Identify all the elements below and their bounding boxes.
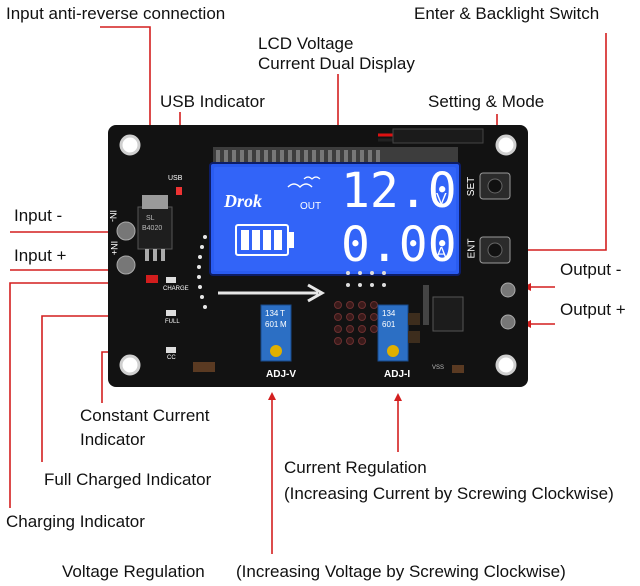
in-plus-text: IN+ — [109, 240, 120, 256]
pcb-board: Drok OUT 12.0 V 0.00 A USB SET ENT IN- I… — [108, 125, 528, 387]
battery-icon — [235, 224, 294, 256]
bird-icon — [303, 176, 321, 180]
mounting-hole — [119, 354, 141, 376]
label-cc-2: Indicator — [80, 430, 146, 449]
lcd-voltage-value: 12.0 — [341, 163, 457, 219]
charge-led — [146, 275, 158, 283]
pot-text: 601 — [382, 320, 396, 329]
input-plus-terminal — [116, 255, 136, 275]
cc-text: CC — [167, 355, 176, 361]
charge-text: CHARGE — [163, 286, 189, 292]
usb-led — [176, 187, 182, 195]
lcd-voltage-unit: V — [436, 191, 447, 208]
bird-icon — [287, 183, 313, 189]
label-lcd-1: LCD Voltage — [258, 34, 354, 53]
mounting-hole — [119, 134, 141, 156]
full-led — [166, 310, 176, 316]
lcd-current-unit: A — [436, 245, 447, 262]
label-current-reg-2: (Increasing Current by Screwing Clockwis… — [284, 484, 614, 503]
label-charging: Charging Indicator — [6, 512, 145, 531]
set-text: SET — [466, 176, 478, 197]
label-voltage-reg-2: (Increasing Voltage by Screwing Clockwis… — [236, 562, 566, 581]
mounting-hole — [495, 354, 517, 376]
input-minus-terminal — [116, 221, 136, 241]
label-input-plus: Input + — [14, 246, 67, 265]
label-current-reg-1: Current Regulation — [284, 458, 427, 477]
label-output-minus: Output - — [560, 260, 622, 279]
full-text: FULL — [165, 319, 180, 325]
chip-text: SL — [146, 215, 155, 222]
charging-arrow — [9, 279, 144, 508]
brand-logo: Drok — [224, 191, 263, 211]
adj-i-text: ADJ-I — [384, 369, 411, 380]
ent-text: ENT — [466, 238, 478, 259]
pot-text: M — [280, 320, 287, 329]
label-backlight: Enter & Backlight Switch — [414, 4, 600, 23]
label-usb: USB Indicator — [160, 92, 265, 111]
output-minus-terminal — [500, 282, 516, 298]
label-output-plus: Output + — [560, 300, 626, 319]
ic-chip — [432, 296, 464, 332]
label-setting: Setting & Mode — [428, 92, 545, 111]
adj-v-text: ADJ-V — [266, 369, 297, 380]
output-plus-terminal — [500, 314, 516, 330]
backlight-arrow — [513, 33, 607, 254]
pot-text: 134 — [265, 309, 279, 318]
pot-text: T — [280, 309, 285, 318]
cc-led — [166, 347, 176, 353]
label-voltage-reg: Voltage Regulation — [62, 562, 205, 581]
vss-text: VSS — [432, 365, 445, 371]
label-lcd-2: Current Dual Display — [258, 54, 415, 73]
lcd-out-label: OUT — [300, 201, 322, 212]
mounting-hole — [495, 134, 517, 156]
label-cc-1: Constant Current — [80, 406, 210, 425]
label-input-minus: Input - — [14, 206, 63, 225]
pot-text: 601 — [265, 320, 279, 329]
label-anti-reverse: Input anti-reverse connection — [6, 4, 226, 23]
usb-text: USB — [168, 175, 183, 182]
in-minus-text: IN- — [108, 210, 118, 222]
chip-text: B4020 — [142, 225, 163, 232]
pot-text: 134 — [382, 309, 396, 318]
label-full: Full Charged Indicator — [44, 470, 212, 489]
lcd-current-value: 0.00 — [341, 217, 457, 273]
